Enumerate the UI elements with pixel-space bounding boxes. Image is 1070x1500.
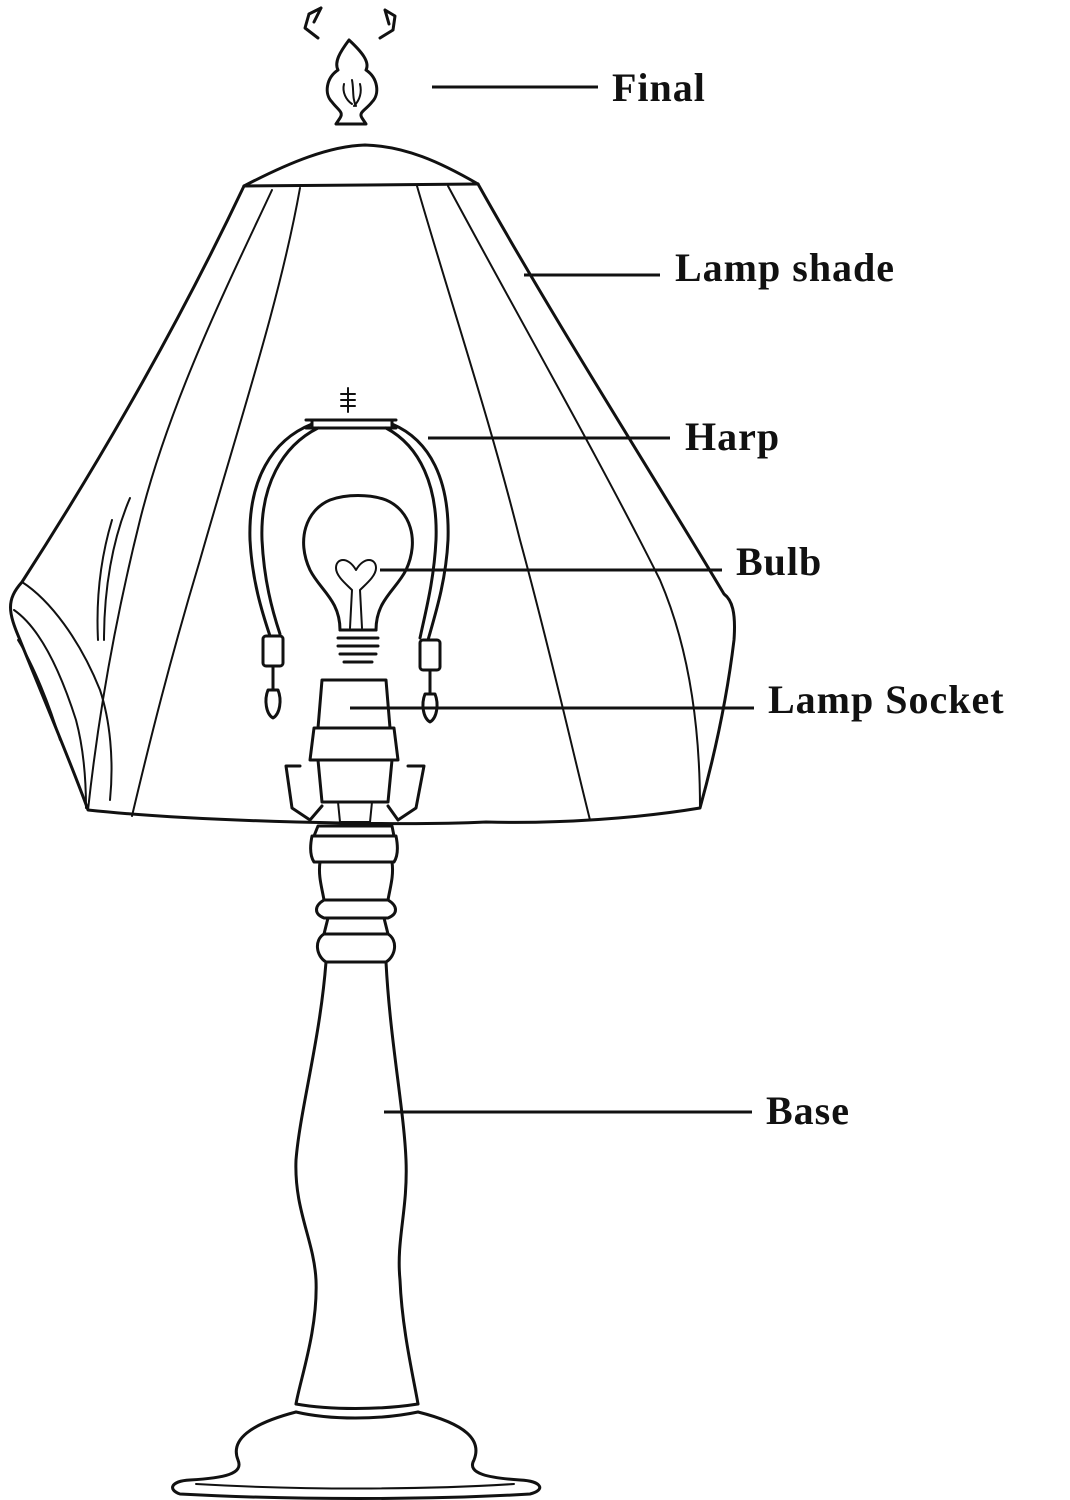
harp-drawing <box>250 388 448 722</box>
label-bulb: Bulb <box>736 539 822 584</box>
label-final: Final <box>612 65 706 110</box>
label-base: Base <box>766 1088 850 1133</box>
finial-drawing <box>305 8 395 124</box>
base-drawing <box>173 826 540 1499</box>
bulb-drawing <box>304 496 413 663</box>
label-lamp-socket: Lamp Socket <box>768 677 1005 722</box>
lamp-socket-drawing <box>286 680 424 822</box>
lamp-shade-drawing <box>11 145 735 824</box>
label-lamp-shade: Lamp shade <box>675 245 895 290</box>
label-harp: Harp <box>685 414 780 459</box>
